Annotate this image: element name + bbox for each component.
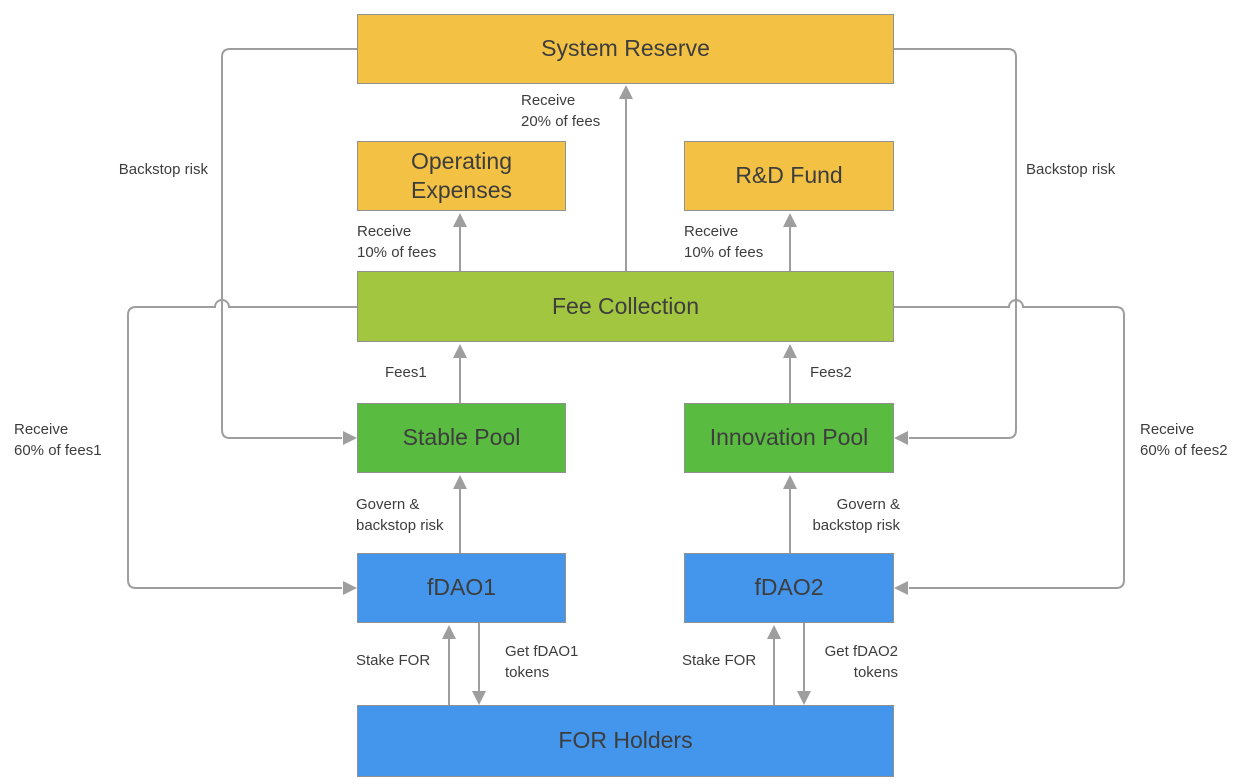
arrowhead-fee-to-fdao1 [343,581,357,595]
arrowhead-holders-to-fdao2 [767,625,781,639]
arrowhead-fee-to-fdao2 [894,581,908,595]
node-system-reserve: System Reserve [357,14,894,84]
edge-label-stake-for-left: Stake FOR [356,652,431,669]
node-fdao2: fDAO2 [684,553,894,623]
arrow-fee-to-fdao2 [894,299,1125,589]
node-fdao1: fDAO1 [357,553,566,623]
edge-label-fees2: Fees2 [810,364,852,381]
arrowhead-reserve-backstop-stable [343,431,357,445]
edge-label-fees1: Fees1 [385,364,427,381]
edge-label-govern-backstop-left: Govern & backstop risk [356,496,444,534]
arrowhead-fee-to-operating-expenses [453,213,467,227]
edge-label-stake-for-right: Stake FOR [682,652,757,669]
edge-label-backstop-risk-right: Backstop risk [1026,161,1116,178]
node-stable-pool: Stable Pool [357,403,566,473]
arrowhead-fdao2-to-holders [797,691,811,705]
arrowhead-fdao2-to-innovation [783,475,797,489]
edge-label-receive-60-fees2: Receive 60% of fees2 [1140,421,1228,459]
arrowhead-stable-to-fee [453,344,467,358]
edge-label-get-fdao2-tokens: Get fDAO2 tokens [824,643,898,681]
edge-label-receive-20-fees: Receive 20% of fees [521,92,601,130]
arrowhead-fdao1-to-holders [472,691,486,705]
arrow-reserve-backstop-innovation [894,48,1017,439]
node-innovation-pool: Innovation Pool [684,403,894,473]
edge-label-backstop-risk-left: Backstop risk [118,161,208,178]
arrowhead-reserve-backstop-innovation [894,431,908,445]
arrowhead-innovation-to-fee [783,344,797,358]
node-for-holders: FOR Holders [357,705,894,777]
edge-label-receive-10-fees-left: Receive 10% of fees [357,223,437,261]
node-fee-collection: Fee Collection [357,271,894,342]
arrow-fee-to-fdao1 [127,299,357,589]
edge-label-govern-backstop-right: Govern & backstop risk [812,496,900,534]
edge-label-get-fdao1-tokens: Get fDAO1 tokens [505,643,579,681]
edge-label-receive-60-fees1: Receive 60% of fees1 [14,421,102,459]
edge-label-receive-10-fees-right: Receive 10% of fees [684,223,764,261]
arrowhead-fee-to-rd-fund [783,213,797,227]
arrowhead-holders-to-fdao1 [442,625,456,639]
arrowhead-fee-to-system-reserve [619,85,633,99]
arrowhead-fdao1-to-stable [453,475,467,489]
node-rd-fund: R&D Fund [684,141,894,211]
arrow-reserve-backstop-stable [221,48,357,439]
node-operating-expenses: Operating Expenses [357,141,566,211]
